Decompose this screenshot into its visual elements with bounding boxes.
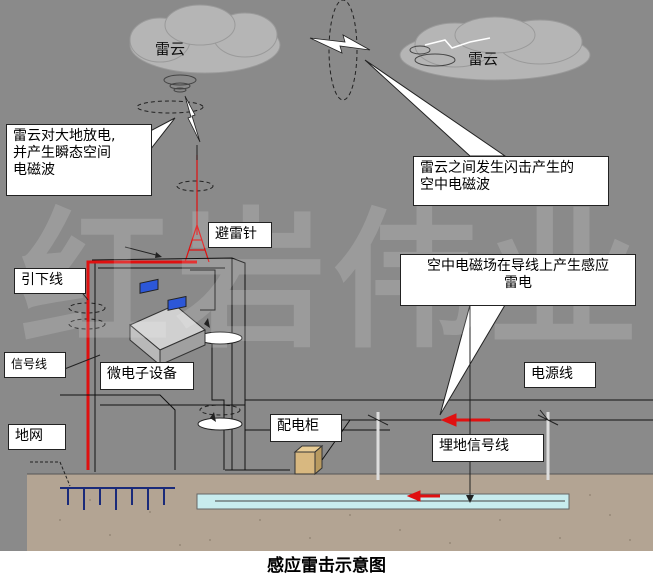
callout-induced-lightning: 空中电磁场在导线上产生感应 雷电	[400, 254, 636, 306]
ground-grid	[60, 487, 175, 510]
callout-induced-lightning-line: 空中电磁场在导线上产生感应	[427, 258, 609, 274]
label-microelectronics: 微电子设备	[100, 362, 194, 390]
label-lightning-rod: 避雷针	[208, 222, 272, 248]
lightning-bolt-ground	[184, 95, 201, 143]
ground-strip	[27, 474, 653, 551]
lightning-rod	[184, 155, 210, 263]
callout-cloud-flash: 雷云之间发生闪击产生的 空中电磁波	[413, 156, 609, 206]
figure-caption: 感应雷击示意图	[0, 551, 653, 581]
label-distribution-cabinet: 配电柜	[270, 414, 342, 442]
down-conductor	[86, 260, 197, 470]
cloud-left	[129, 4, 281, 74]
callout-ground-discharge-line: 电磁波	[13, 162, 55, 178]
building	[91, 257, 246, 472]
cloud-left-label: 雷云	[155, 40, 186, 58]
distribution-cabinet	[293, 444, 324, 476]
callout-ground-discharge: 雷云对大地放电, 并产生瞬态空间 电磁波	[6, 124, 152, 196]
field-ring	[136, 100, 204, 114]
callout-cloud-flash-line: 空中电磁波	[420, 177, 490, 193]
label-down-conductor: 引下线	[14, 268, 86, 294]
cloud-right-label: 雷云	[468, 50, 499, 68]
label-ground-grid: 地网	[8, 424, 66, 450]
label-power-line: 电源线	[524, 362, 596, 388]
field-ring	[176, 180, 214, 192]
callout-induced-lightning-line: 雷电	[504, 275, 532, 291]
callout-cloud-flash-line: 雷云之间发生闪击产生的	[420, 160, 574, 176]
callout-ground-discharge-line: 雷云对大地放电,	[13, 128, 116, 144]
label-signal-line: 信号线	[4, 352, 66, 378]
label-buried-signal-line: 埋地信号线	[432, 434, 544, 462]
microelectronics-equipment	[129, 278, 206, 367]
poles	[376, 412, 550, 480]
field-ring	[328, 0, 358, 101]
induced-current-arrows	[406, 413, 490, 502]
callout-ground-discharge-line: 并产生瞬态空间	[13, 145, 111, 161]
lightning-bolt-cloud	[309, 34, 371, 54]
